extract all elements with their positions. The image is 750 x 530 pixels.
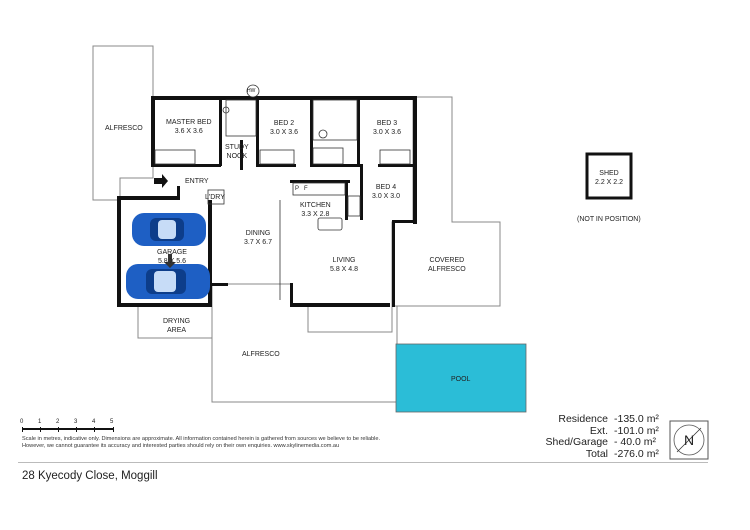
area-summary: Residence-135.0 m² Ext.-101.0 m² Shed/Ga… [545, 413, 660, 460]
disclaimer-text: Scale in metres, indicative only. Dimens… [22, 436, 381, 450]
alfresco-bottom-outline [211, 283, 398, 403]
scale-bar: 0 1 2 3 4 5 [18, 419, 128, 437]
label-f: F [304, 186, 308, 192]
label-alfresco-left: ALFRESCO [105, 125, 143, 132]
north-compass-icon: N [669, 420, 709, 460]
label-p: P [295, 186, 300, 192]
label-hw: HW [247, 88, 256, 94]
area-row: Shed/Garage- 40.0 m² [545, 436, 657, 448]
scale-tick-5: 5 [110, 419, 114, 425]
car-top-icon [132, 213, 206, 246]
pool-shape [395, 343, 527, 413]
svg-text:N: N [684, 432, 694, 448]
label-entry: ENTRY [185, 178, 209, 185]
area-row: Ext.-101.0 m² [589, 424, 659, 437]
area-row: Residence-135.0 m² [558, 413, 659, 425]
divider [18, 462, 708, 463]
entry-arrow-icon [154, 174, 168, 188]
shed-outline [585, 152, 633, 200]
scale-tick-1: 1 [38, 419, 42, 425]
scale-tick-2: 2 [56, 419, 60, 425]
scale-tick-4: 4 [92, 419, 96, 425]
address-title: 28 Kyecody Close, Moggill [22, 470, 158, 482]
covered-alfresco-outline [391, 96, 501, 307]
alfresco-left-outline [92, 45, 154, 201]
label-not-in-position: (NOT IN POSITION) [577, 216, 641, 223]
garage-arrow-icon [164, 254, 176, 268]
label-alfresco-bottom: ALFRESCO [242, 351, 280, 358]
scale-tick-0: 0 [20, 419, 24, 425]
area-row: Total-276.0 m² [585, 447, 659, 460]
label-covered-alfresco: COVERED ALFRESCO [428, 257, 466, 273]
hot-water-icon [246, 84, 260, 98]
label-pool: POOL [451, 376, 471, 383]
car-bottom-icon [126, 264, 210, 299]
label-drying: DRYING AREA [163, 318, 191, 334]
scale-tick-3: 3 [74, 419, 78, 425]
label-ldry: L'DRY [205, 194, 225, 201]
label-study: STUDY NOOK [225, 144, 249, 160]
